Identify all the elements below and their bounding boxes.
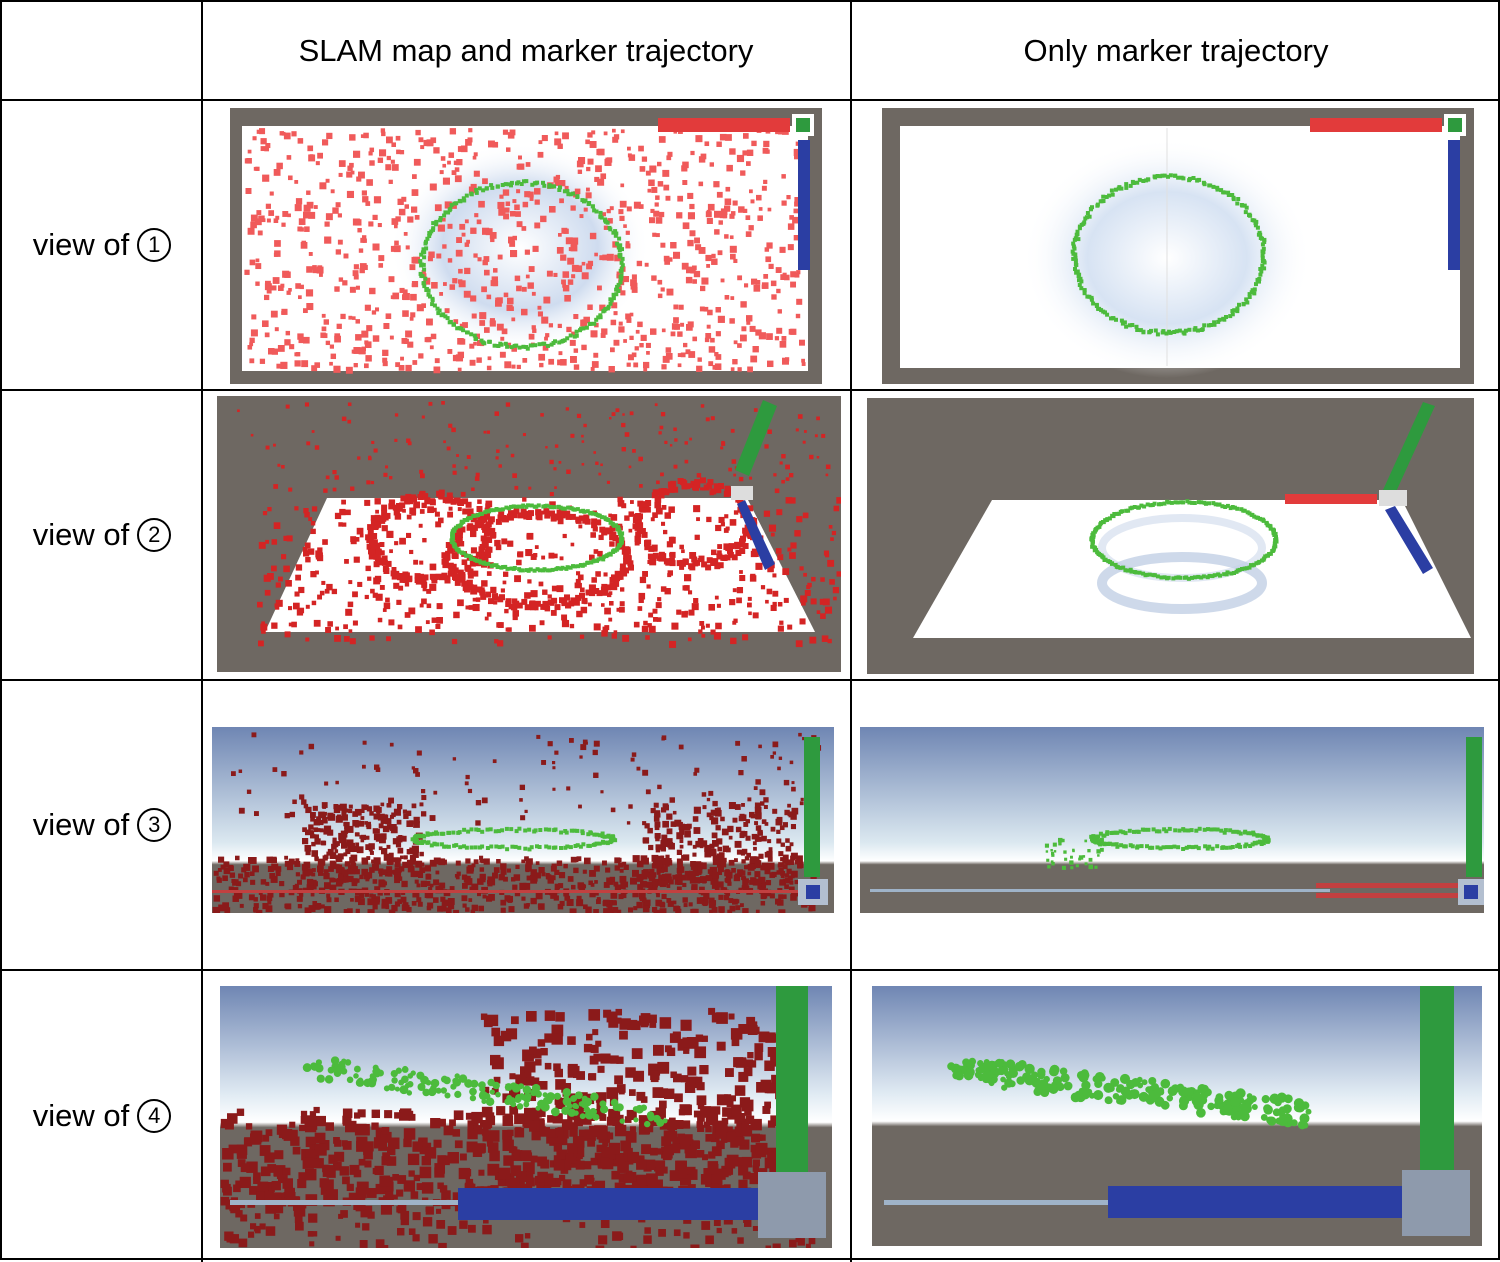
view-number-badge: 1 <box>137 228 171 262</box>
view-1-marker-panel <box>882 108 1474 384</box>
axis-y-indicator <box>1448 118 1462 132</box>
table-divider <box>850 2 852 1262</box>
axis-y-indicator <box>796 118 810 132</box>
header-slam-map: SLAM map and marker trajectory <box>202 2 850 100</box>
view-3-slam-panel <box>212 727 834 913</box>
view-number-badge: 2 <box>137 518 171 552</box>
header-marker-only: Only marker trajectory <box>852 2 1500 100</box>
axis-z-indicator <box>798 140 810 270</box>
view-3-marker-panel <box>860 727 1484 913</box>
axis-x-indicator <box>1310 118 1442 132</box>
axis-z-indicator <box>458 1188 758 1220</box>
axis-y-indicator <box>776 986 808 1176</box>
view-4-slam-panel <box>220 986 832 1248</box>
axis-x-indicator <box>212 890 802 893</box>
view-1-slam-panel <box>230 108 822 384</box>
axis-z-indicator <box>1448 140 1460 270</box>
table-divider <box>2 969 1500 971</box>
view-number-badge: 3 <box>137 808 171 842</box>
view-number-badge: 4 <box>137 1099 171 1133</box>
axis-x-indicator <box>1316 883 1466 888</box>
axis-x-indicator <box>658 118 790 132</box>
axis-z-indicator <box>1108 1186 1408 1218</box>
table-divider <box>2 679 1500 681</box>
axis-z-indicator <box>806 885 820 899</box>
axis-y-indicator <box>1420 986 1454 1174</box>
table-divider <box>2 389 1500 391</box>
axis-y-indicator <box>804 737 820 877</box>
axis-z-indicator <box>1464 885 1478 899</box>
axis-x-indicator <box>1285 494 1377 504</box>
axis-y-indicator <box>1466 737 1482 877</box>
view-2-slam-panel <box>217 396 841 672</box>
view-2-marker-panel <box>867 398 1474 674</box>
view-4-marker-panel <box>872 986 1482 1246</box>
